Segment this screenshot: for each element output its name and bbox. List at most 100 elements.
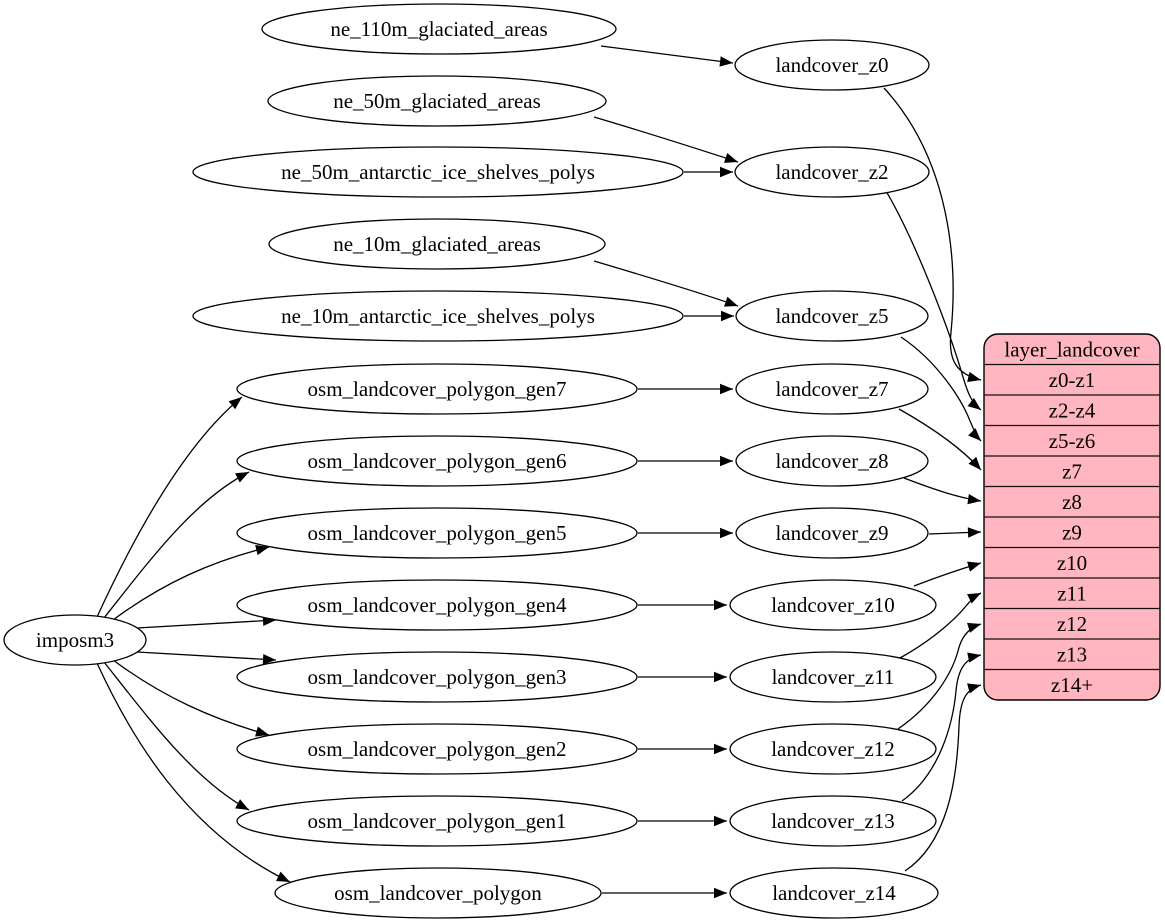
table-row-z13: z13	[1057, 642, 1087, 666]
node-ellipse-landcover_z8	[735, 435, 929, 487]
node-label-landcover_z9: landcover_z9	[775, 521, 888, 545]
edge-landcover_z2-to-layer_landcover-z2-z4	[885, 190, 982, 411]
node-ellipse-landcover_z11	[729, 651, 937, 703]
node-label-landcover_z2: landcover_z2	[775, 160, 888, 184]
node-landcover_z8: landcover_z8	[735, 435, 929, 487]
node-ellipse-osm_landcover_polygon_gen2	[236, 723, 638, 775]
table-row-z9: z9	[1062, 520, 1082, 544]
edge-ne_10m_glaciated_areas-to-landcover_z5	[593, 260, 739, 307]
node-label-osm_landcover_polygon_gen3: osm_landcover_polygon_gen3	[308, 665, 567, 689]
edge-landcover_z10-to-layer_landcover-z10	[913, 561, 982, 587]
edge-ne_110m_glaciated_areas-to-landcover_z0	[600, 45, 734, 67]
node-ellipse-osm_landcover_polygon_gen5	[236, 507, 638, 559]
edge-landcover_z11-to-layer_landcover-z11	[899, 592, 982, 659]
node-ellipse-osm_landcover_polygon_gen7	[236, 363, 638, 415]
node-ellipse-osm_landcover_polygon_gen6	[236, 435, 638, 487]
node-ellipse-osm_landcover_polygon_gen3	[236, 651, 638, 703]
node-label-landcover_z11: landcover_z11	[772, 665, 895, 689]
node-landcover_z10: landcover_z10	[729, 579, 937, 631]
edge-landcover_z9-to-layer_landcover-z9	[928, 527, 982, 538]
node-label-osm_landcover_polygon: osm_landcover_polygon	[334, 881, 542, 905]
node-ellipse-imposm3	[3, 614, 147, 666]
node-ellipse-ne_50m_antarctic_ice_shelves_polys	[192, 146, 684, 198]
edge-imposm3-to-osm_landcover_polygon_gen6	[103, 471, 250, 619]
node-label-osm_landcover_polygon_gen6: osm_landcover_polygon_gen6	[308, 449, 567, 473]
node-ne_10m_glaciated_areas: ne_10m_glaciated_areas	[268, 218, 606, 270]
node-label-ne_110m_glaciated_areas: ne_110m_glaciated_areas	[330, 17, 547, 41]
node-label-landcover_z7: landcover_z7	[775, 377, 888, 401]
node-label-osm_landcover_polygon_gen7: osm_landcover_polygon_gen7	[308, 377, 567, 401]
node-landcover_z14: landcover_z14	[729, 867, 939, 919]
node-ellipse-ne_50m_glaciated_areas	[267, 75, 607, 127]
table-row-z14+: z14+	[1051, 673, 1093, 697]
node-label-landcover_z14: landcover_z14	[772, 881, 896, 905]
node-ellipse-osm_landcover_polygon_gen1	[236, 795, 638, 847]
edge-landcover_z12-to-layer_landcover-z12	[897, 622, 982, 730]
table-row-z2-z4: z2-z4	[1049, 398, 1096, 422]
node-ellipse-landcover_z7	[735, 363, 929, 415]
node-ellipse-osm_landcover_polygon_gen4	[236, 579, 638, 631]
node-landcover_z12: landcover_z12	[729, 723, 937, 775]
node-ellipse-landcover_z10	[729, 579, 937, 631]
node-ne_10m_antarctic_ice_shelves_polys: ne_10m_antarctic_ice_shelves_polys	[192, 290, 684, 342]
edge-landcover_z0-to-layer_landcover-z0-z1	[883, 87, 982, 383]
node-ellipse-landcover_z5	[735, 290, 929, 342]
node-ne_50m_glaciated_areas: ne_50m_glaciated_areas	[267, 75, 607, 127]
edge-landcover_z13-to-layer_landcover-z13	[901, 652, 982, 802]
node-label-ne_50m_glaciated_areas: ne_50m_glaciated_areas	[333, 89, 541, 113]
node-osm_landcover_polygon: osm_landcover_polygon	[274, 867, 602, 919]
node-label-landcover_z12: landcover_z12	[771, 737, 895, 761]
table-title: layer_landcover	[1004, 337, 1139, 361]
node-landcover_z5: landcover_z5	[735, 290, 929, 342]
table-row-z8: z8	[1062, 490, 1082, 514]
edge-imposm3-to-osm_landcover_polygon	[96, 662, 291, 883]
node-osm_landcover_polygon_gen4: osm_landcover_polygon_gen4	[236, 579, 638, 631]
node-landcover_z13: landcover_z13	[729, 795, 937, 847]
table-row-z12: z12	[1057, 612, 1087, 636]
node-label-landcover_z8: landcover_z8	[775, 449, 888, 473]
edge-imposm3-to-osm_landcover_polygon_gen3	[136, 651, 277, 665]
node-label-landcover_z0: landcover_z0	[775, 53, 888, 77]
table-layer_landcover: layer_landcover z0-z1 z2-z4 z5-z6 z7 z8 z9 z10 z…	[983, 333, 1161, 701]
node-label-landcover_z13: landcover_z13	[771, 809, 895, 833]
node-ellipse-ne_10m_antarctic_ice_shelves_polys	[192, 290, 684, 342]
table-layer: layer_landcover z0-z1 z2-z4 z5-z6 z7 z8 z9 z10 z…	[983, 333, 1161, 701]
node-ellipse-landcover_z13	[729, 795, 937, 847]
edge-layer	[96, 45, 982, 899]
edge-imposm3-to-osm_landcover_polygon_gen5	[112, 545, 270, 621]
node-osm_landcover_polygon_gen5: osm_landcover_polygon_gen5	[236, 507, 638, 559]
edge-imposm3-to-osm_landcover_polygon_gen7	[96, 396, 243, 618]
edge-imposm3-to-osm_landcover_polygon_gen4	[136, 615, 277, 629]
edge-landcover_z14-to-layer_landcover-z14+	[904, 683, 982, 872]
node-label-imposm3: imposm3	[36, 628, 114, 652]
edge-landcover_z8-to-layer_landcover-z8	[903, 477, 982, 505]
node-imposm3: imposm3	[3, 614, 147, 666]
node-ellipse-ne_10m_glaciated_areas	[268, 218, 606, 270]
node-landcover_z7: landcover_z7	[735, 363, 929, 415]
node-ellipse-landcover_z2	[734, 146, 930, 198]
node-ellipse-landcover_z0	[734, 39, 930, 91]
node-label-osm_landcover_polygon_gen4: osm_landcover_polygon_gen4	[308, 593, 567, 617]
table-row-z7: z7	[1062, 459, 1082, 483]
node-ellipse-landcover_z12	[729, 723, 937, 775]
node-ne_110m_glaciated_areas: ne_110m_glaciated_areas	[261, 3, 617, 55]
node-ne_50m_antarctic_ice_shelves_polys: ne_50m_antarctic_ice_shelves_polys	[192, 146, 684, 198]
node-ellipse-ne_110m_glaciated_areas	[261, 3, 617, 55]
node-osm_landcover_polygon_gen6: osm_landcover_polygon_gen6	[236, 435, 638, 487]
table-row-z0-z1: z0-z1	[1049, 368, 1096, 392]
node-ellipse-landcover_z9	[735, 507, 929, 559]
node-osm_landcover_polygon_gen1: osm_landcover_polygon_gen1	[236, 795, 638, 847]
node-landcover_z11: landcover_z11	[729, 651, 937, 703]
node-label-ne_50m_antarctic_ice_shelves_polys: ne_50m_antarctic_ice_shelves_polys	[281, 160, 595, 184]
edge-landcover_z5-to-layer_landcover-z5-z6	[900, 336, 982, 442]
table-row-z10: z10	[1057, 551, 1087, 575]
edge-imposm3-to-osm_landcover_polygon_gen2	[112, 659, 270, 737]
node-osm_landcover_polygon_gen7: osm_landcover_polygon_gen7	[236, 363, 638, 415]
table-row-z5-z6: z5-z6	[1049, 429, 1096, 453]
node-label-ne_10m_antarctic_ice_shelves_polys: ne_10m_antarctic_ice_shelves_polys	[281, 304, 595, 328]
node-landcover_z2: landcover_z2	[734, 146, 930, 198]
table-row-z11: z11	[1057, 581, 1087, 605]
node-layer: ne_110m_glaciated_areas ne_50m_glaciated_…	[3, 3, 939, 919]
